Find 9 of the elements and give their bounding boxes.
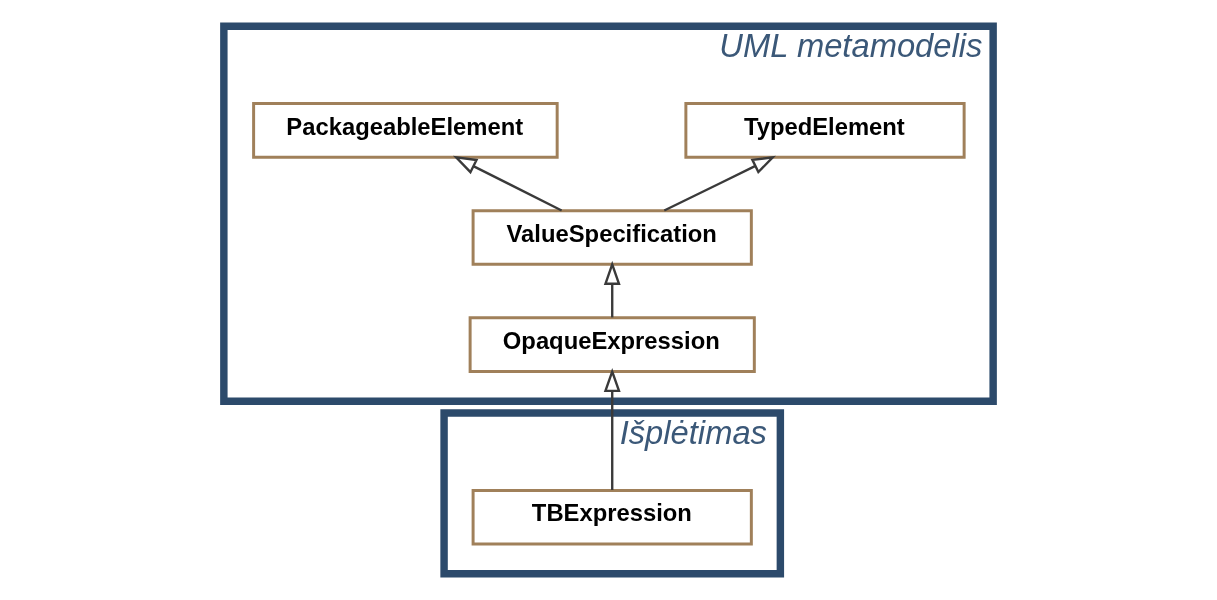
- arrow: [603, 367, 621, 490]
- node-box: TBExpression: [471, 488, 753, 546]
- arrow: [452, 155, 563, 212]
- arrow: [603, 260, 621, 318]
- node-box: OpaqueExpression: [468, 316, 756, 373]
- node-box: PackageableElement: [252, 102, 559, 159]
- node-box: ValueSpecification: [471, 209, 753, 266]
- arrow: [663, 155, 776, 212]
- node-box: TypedElement: [684, 102, 966, 159]
